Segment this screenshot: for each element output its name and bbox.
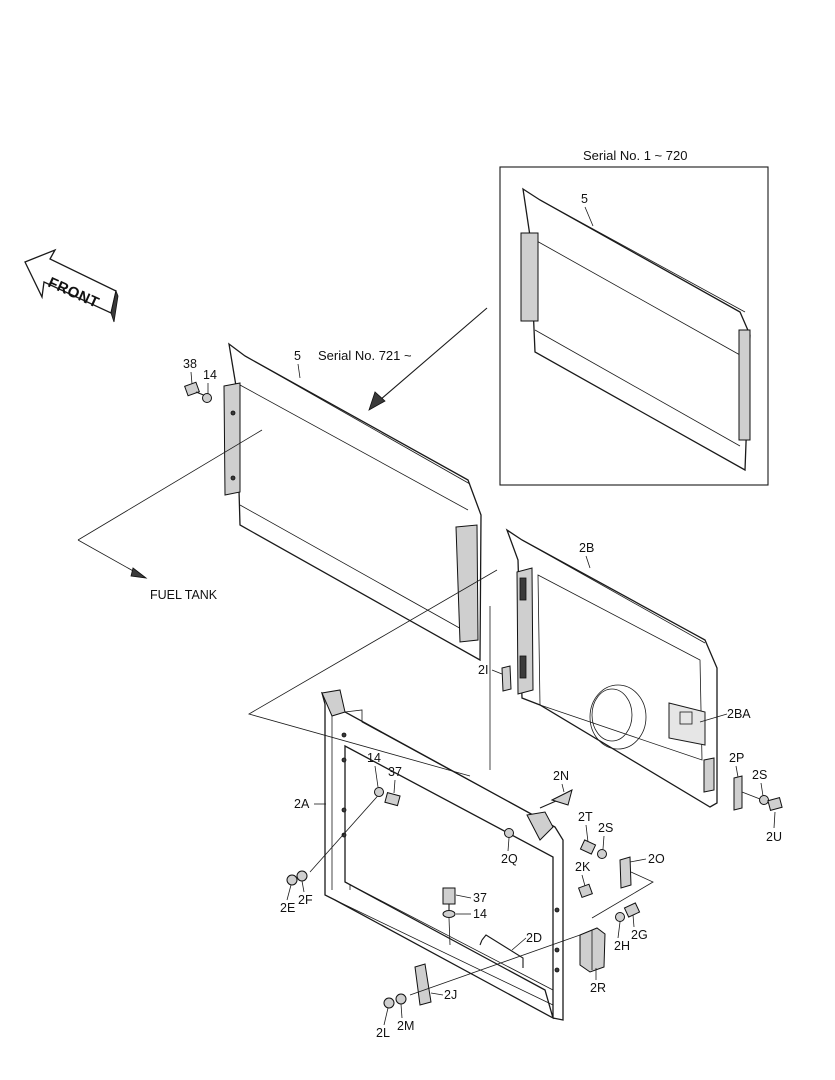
washer-2m	[395, 993, 407, 1005]
callout-2K: 2K	[575, 860, 591, 874]
leader-line-2D	[511, 937, 527, 951]
callout-2R: 2R	[590, 981, 606, 995]
leader-line-2U	[773, 811, 776, 829]
callout-2S-right: 2S	[752, 768, 767, 782]
leader-line-2M	[400, 1003, 403, 1019]
leader-line-2I	[491, 669, 503, 675]
washer-14-mid	[374, 787, 384, 797]
callout-37-mid: 37	[388, 765, 402, 779]
leader-line-2E	[286, 884, 292, 901]
callout-2U: 2U	[766, 830, 782, 844]
washer-2h	[615, 912, 625, 922]
fuel-tank-arrow-icon	[130, 567, 148, 579]
callout-2E: 2E	[280, 901, 295, 915]
callout-2O: 2O	[648, 852, 665, 866]
callout-37-low: 37	[473, 891, 487, 905]
leader-line-2T	[585, 824, 589, 843]
stud-2n	[550, 789, 573, 806]
callout-2L: 2L	[376, 1026, 390, 1040]
callout-2F: 2F	[298, 893, 313, 907]
bolt-2t	[579, 839, 597, 855]
leader-line-2L	[383, 1007, 389, 1026]
callout-2D: 2D	[526, 931, 542, 945]
bolt-2u	[767, 797, 783, 811]
washer-14-low	[442, 910, 456, 918]
leader-line-38	[190, 371, 193, 385]
callout-38: 38	[183, 357, 197, 371]
leader-line-2S-right	[760, 782, 764, 797]
callout-2A: 2A	[294, 797, 310, 811]
leader-line-2O	[629, 858, 647, 863]
panel-2b	[505, 528, 718, 808]
callout-2M: 2M	[397, 1019, 414, 1033]
callout-2T: 2T	[578, 810, 593, 824]
leader-line-2BA	[699, 713, 728, 723]
serial-arrow-icon	[368, 391, 386, 411]
bracket-2r	[579, 927, 606, 973]
leader-line-37-mid	[393, 779, 396, 794]
washer-2s-right	[759, 795, 769, 805]
rod-2d	[481, 934, 524, 968]
main-panel-5	[223, 342, 482, 662]
plate-2j	[414, 963, 432, 1006]
inset-box-title: Serial No. 1 ~ 720	[583, 148, 687, 163]
leader-line-37-low	[455, 894, 472, 899]
callout-2N: 2N	[553, 769, 569, 783]
inset-box: Serial No. 1 ~ 720 5	[499, 148, 769, 486]
frame-2a	[321, 689, 564, 1021]
callout-2Q: 2Q	[501, 852, 518, 866]
leader-line-2H	[617, 921, 621, 939]
bracket-2i	[501, 665, 512, 692]
leader-line-2S-mid	[602, 835, 605, 850]
main-serial-label: Serial No. 721 ~	[318, 348, 412, 363]
front-arrow-icon: FRONT	[24, 248, 119, 323]
bolt-38	[184, 381, 207, 397]
callout-14-low: 14	[473, 907, 487, 921]
callout-2H: 2H	[614, 939, 630, 953]
leader-line-14-mid	[374, 765, 379, 788]
nut-2q	[504, 828, 514, 838]
bolt-37-low	[442, 887, 456, 905]
leader-line-2B	[585, 555, 591, 569]
washer-14-top	[202, 393, 212, 403]
leader-line-2G	[632, 914, 635, 928]
bolt-37-mid	[384, 792, 401, 807]
callout-2B: 2B	[579, 541, 594, 555]
callout-5-main: 5	[294, 349, 301, 363]
callout-2BA: 2BA	[727, 707, 751, 721]
bolt-2k	[577, 883, 593, 899]
leader-line-2K	[581, 874, 586, 887]
callout-14-mid: 14	[367, 751, 381, 765]
fuel-tank-label: FUEL TANK	[150, 588, 218, 602]
callout-2I: 2I	[478, 663, 488, 677]
callout-2P: 2P	[729, 751, 744, 765]
washer-2s-mid	[597, 849, 607, 859]
nut-2e	[286, 874, 298, 886]
leader-line-2Q	[507, 837, 510, 852]
bracket-2o	[619, 856, 632, 889]
leader-line-2P	[735, 765, 739, 778]
inset-part-label: 5	[581, 192, 588, 206]
callout-2J: 2J	[444, 988, 457, 1002]
bolt-2g	[623, 902, 641, 918]
callout-2S-mid: 2S	[598, 821, 613, 835]
callouts: 5 38 14 2B 2I 2BA 2P 2S 2U 14 37 2N 2A 2T 2S 2Q 2K 2O 2E2F…	[183, 349, 782, 1040]
leader-line-5-main	[297, 363, 301, 379]
leader-line-2F	[301, 880, 305, 893]
washer-2f	[296, 870, 308, 882]
leader-line-2J	[430, 992, 444, 996]
inset-panel	[520, 187, 751, 472]
nut-2l	[383, 997, 395, 1009]
callout-14-top: 14	[203, 368, 217, 382]
leader-line-2N	[561, 783, 565, 793]
plate-2p	[733, 775, 743, 811]
callout-2G: 2G	[631, 928, 648, 942]
